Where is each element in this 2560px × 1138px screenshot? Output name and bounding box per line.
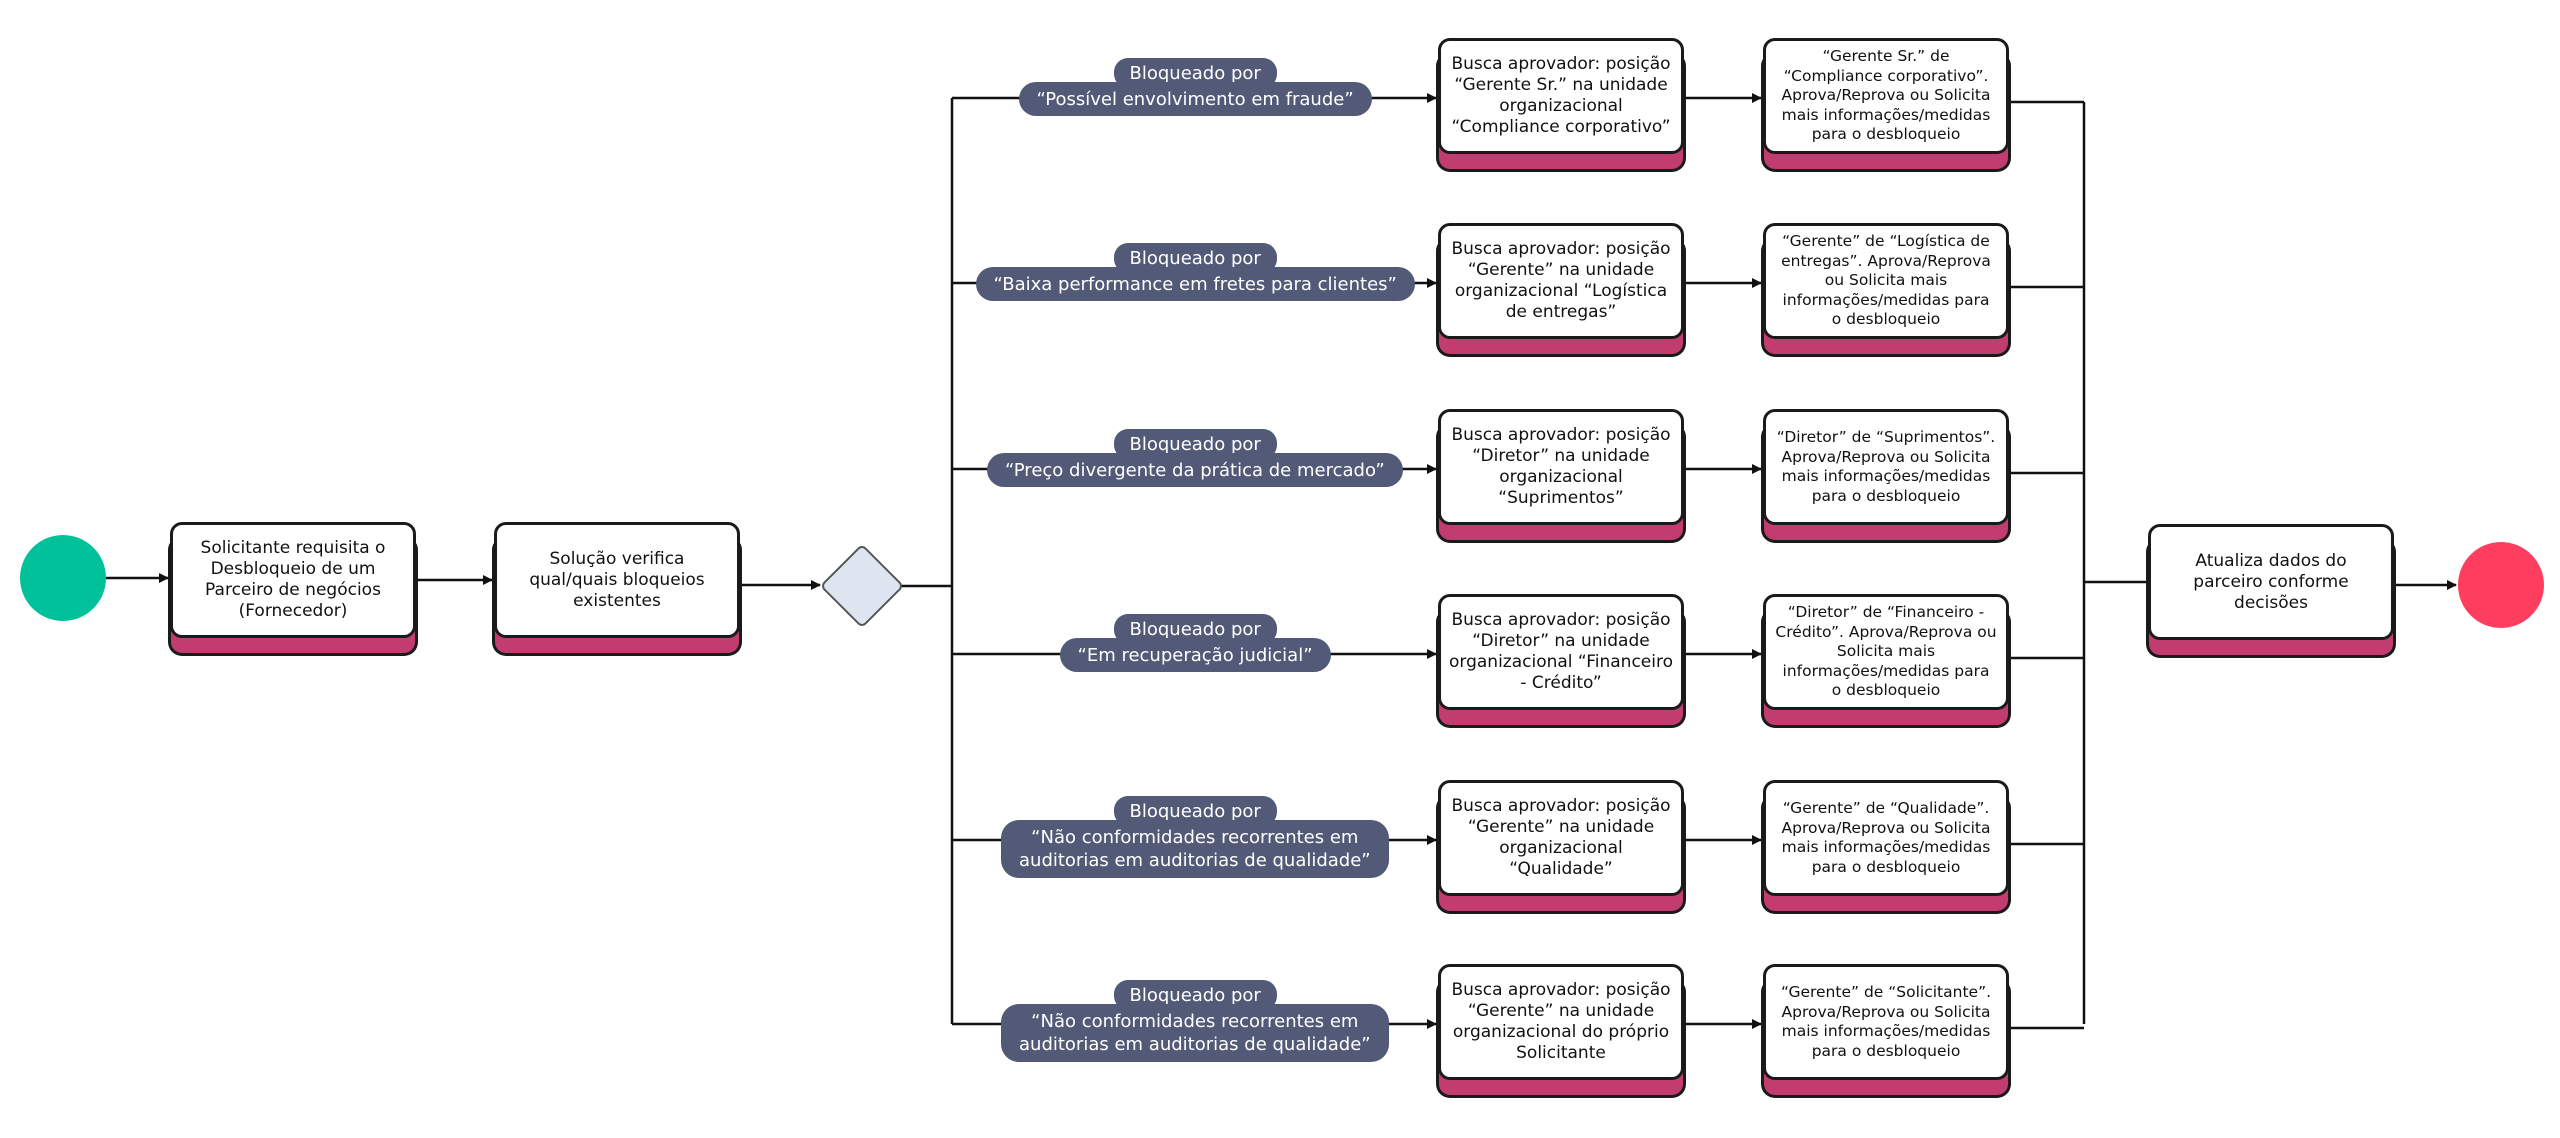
update-partner-task[interactable]: Atualiza dados do parceiro conforme deci… xyxy=(2148,524,2394,640)
start-event xyxy=(20,535,106,621)
branch-1-approval-task[interactable]: “Gerente Sr.” de “Compliance corporativo… xyxy=(1763,38,2009,154)
branch-5-block-reason: “Não conformidades recorrentes em audito… xyxy=(1001,820,1389,878)
branch-2-block-reason: “Baixa performance em fretes para client… xyxy=(975,267,1415,301)
branch-4-search-approver-task[interactable]: Busca aprovador: posição “Diretor” na un… xyxy=(1438,594,1684,710)
branch-1-block-reason: “Possível envolvimento em fraude” xyxy=(1018,82,1372,116)
branch-2-approval-task[interactable]: “Gerente” de “Logística de entregas”. Ap… xyxy=(1763,223,2009,339)
branch-1-search-approver-task[interactable]: Busca aprovador: posição “Gerente Sr.” n… xyxy=(1438,38,1684,154)
branch-3-approval-task[interactable]: “Diretor” de “Suprimentos”. Aprova/Repro… xyxy=(1763,409,2009,525)
request-unblock-task[interactable]: Solicitante requisita o Desbloqueio de u… xyxy=(170,522,416,638)
branch-3-block-reason: “Preço divergente da prática de mercado” xyxy=(987,453,1403,487)
branch-5-approval-task[interactable]: “Gerente” de “Qualidade”. Aprova/Reprova… xyxy=(1763,780,2009,896)
branch-3-search-approver-task[interactable]: Busca aprovador: posição “Diretor” na un… xyxy=(1438,409,1684,525)
branch-6-search-approver-task[interactable]: Busca aprovador: posição “Gerente” na un… xyxy=(1438,964,1684,1080)
branch-2-search-approver-task[interactable]: Busca aprovador: posição “Gerente” na un… xyxy=(1438,223,1684,339)
verify-blocks-task[interactable]: Solução verifica qual/quais bloqueios ex… xyxy=(494,522,740,638)
end-event xyxy=(2458,542,2544,628)
branch-5-search-approver-task[interactable]: Busca aprovador: posição “Gerente” na un… xyxy=(1438,780,1684,896)
branch-4-block-reason: “Em recuperação judicial” xyxy=(1059,638,1331,672)
branch-6-approval-task[interactable]: “Gerente” de “Solicitante”. Aprova/Repro… xyxy=(1763,964,2009,1080)
branch-6-block-reason: “Não conformidades recorrentes em audito… xyxy=(1001,1004,1389,1062)
branch-4-approval-task[interactable]: “Diretor” de “Financeiro - Crédito”. Apr… xyxy=(1763,594,2009,710)
